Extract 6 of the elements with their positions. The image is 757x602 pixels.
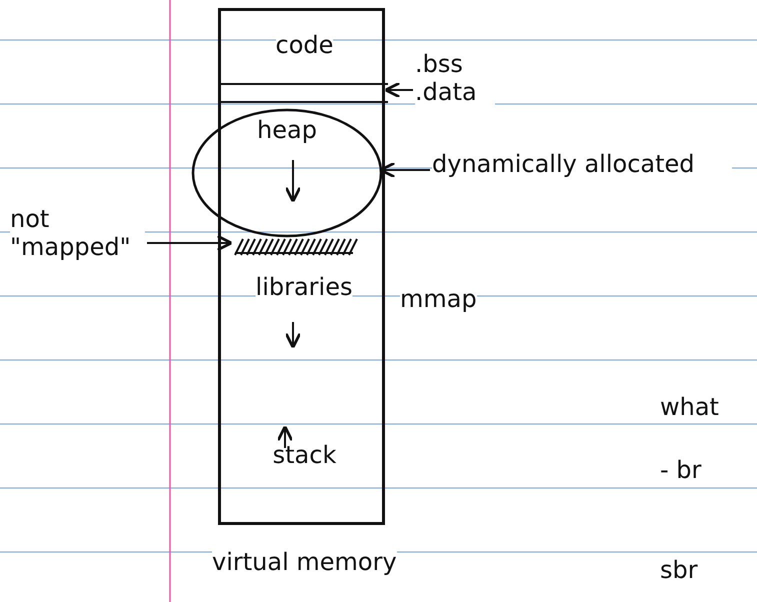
arrow [147, 234, 233, 252]
note-text: what [660, 393, 719, 421]
note-text: sbr [660, 556, 698, 584]
arrow [379, 162, 430, 178]
note-text: - br [660, 456, 702, 484]
arrow [384, 82, 413, 98]
